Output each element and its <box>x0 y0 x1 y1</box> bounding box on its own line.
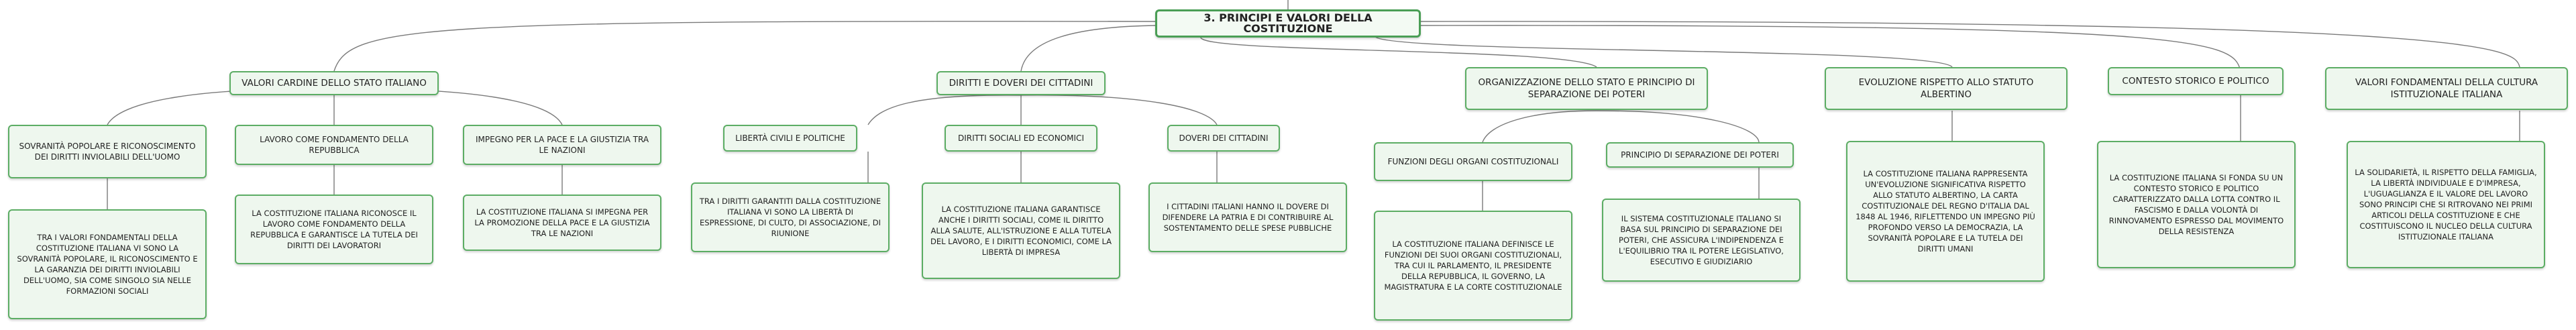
detail-statuto-albertino[interactable]: LA COSTITUZIONE ITALIANA RAPPRESENTA UN'… <box>1846 141 2045 282</box>
subtopic-funzioni-organi[interactable]: FUNZIONI DEGLI ORGANI COSTITUZIONALI <box>1374 142 1572 181</box>
subtopic-liberta-civili[interactable]: LIBERTÀ CIVILI E POLITICHE <box>723 125 857 152</box>
subtopic-lavoro[interactable]: LAVORO COME FONDAMENTO DELLA REPUBBLICA <box>235 125 433 165</box>
root-topic[interactable]: 3. PRINCIPI E VALORI DELLA COSTITUZIONE <box>1155 9 1421 38</box>
detail-impegno-pace[interactable]: LA COSTITUZIONE ITALIANA SI IMPEGNA PER … <box>463 195 661 251</box>
detail-sovranita-popolare[interactable]: TRA I VALORI FONDAMENTALI DELLA COSTITUZ… <box>8 209 207 319</box>
detail-funzioni-organi[interactable]: LA COSTITUZIONE ITALIANA DEFINISCE LE FU… <box>1374 211 1572 321</box>
detail-doveri-cittadini[interactable]: I CITTADINI ITALIANI HANNO IL DOVERE DI … <box>1148 182 1347 252</box>
subtopic-doveri-cittadini[interactable]: DOVERI DEI CITTADINI <box>1167 125 1280 152</box>
subtopic-diritti-sociali[interactable]: DIRITTI SOCIALI ED ECONOMICI <box>945 125 1097 152</box>
subtopic-sovranita-popolare[interactable]: SOVRANITÀ POPOLARE E RICONOSCIMENTO DEI … <box>8 125 207 178</box>
branch-contesto-storico[interactable]: CONTESTO STORICO E POLITICO <box>2108 67 2284 95</box>
detail-liberta-civili[interactable]: TRA I DIRITTI GARANTITI DALLA COSTITUZIO… <box>691 182 890 252</box>
detail-diritti-sociali[interactable]: LA COSTITUZIONE ITALIANA GARANTISCE ANCH… <box>922 182 1120 279</box>
subtopic-impegno-pace[interactable]: IMPEGNO PER LA PACE E LA GIUSTIZIA TRA L… <box>463 125 661 165</box>
branch-cultura-istituzionale[interactable]: VALORI FONDAMENTALI DELLA CULTURA ISTITU… <box>2325 67 2568 110</box>
subtopic-separazione-poteri[interactable]: PRINCIPIO DI SEPARAZIONE DEI POTERI <box>1606 142 1794 168</box>
branch-diritti-doveri[interactable]: DIRITTI E DOVERI DEI CITTADINI <box>936 71 1106 95</box>
detail-contesto-storico[interactable]: LA COSTITUZIONE ITALIANA SI FONDA SU UN … <box>2097 141 2296 268</box>
detail-lavoro[interactable]: LA COSTITUZIONE ITALIANA RICONOSCE IL LA… <box>235 195 433 264</box>
branch-valori-cardine[interactable]: VALORI CARDINE DELLO STATO ITALIANO <box>229 71 439 95</box>
detail-separazione-poteri[interactable]: IL SISTEMA COSTITUZIONALE ITALIANO SI BA… <box>1602 199 1801 282</box>
branch-organizzazione-stato[interactable]: ORGANIZZAZIONE DELLO STATO E PRINCIPIO D… <box>1465 67 1708 110</box>
branch-statuto-albertino[interactable]: EVOLUZIONE RISPETTO ALLO STATUTO ALBERTI… <box>1825 67 2068 110</box>
detail-cultura-istituzionale[interactable]: LA SOLIDARIETÀ, IL RISPETTO DELLA FAMIGL… <box>2347 141 2545 268</box>
